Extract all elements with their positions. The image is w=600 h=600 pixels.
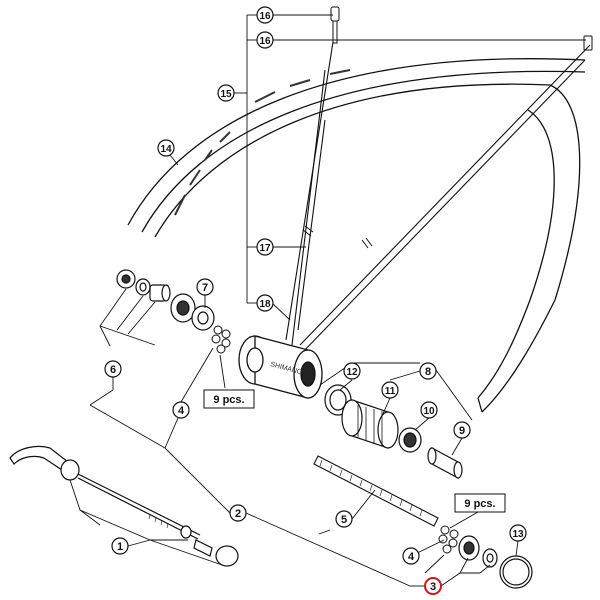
svg-text:1: 1	[117, 541, 123, 553]
spokes	[285, 41, 591, 356]
axle	[313, 455, 439, 527]
freehub-splines	[357, 405, 383, 446]
svg-text:12: 12	[346, 367, 358, 378]
callout-16-nipple: 16	[256, 31, 274, 49]
rim	[127, 58, 586, 413]
callout-10: 10	[420, 401, 438, 419]
callout-18: 18	[256, 294, 274, 312]
callout-2: 2	[229, 504, 247, 522]
quantity-note-left: 9 pcs.	[203, 389, 255, 409]
callout-4-lower: 4	[402, 547, 420, 565]
right-cone-parts	[458, 535, 533, 589]
callout-8: 8	[419, 362, 437, 380]
svg-text:3: 3	[430, 581, 436, 593]
callout-3-highlighted: 3	[424, 577, 442, 595]
svg-text:6: 6	[110, 364, 116, 376]
bearing-balls-left	[211, 325, 231, 354]
svg-text:2: 2	[235, 508, 241, 520]
callout-13: 13	[509, 524, 527, 542]
svg-text:14: 14	[160, 144, 172, 155]
callout-17: 17	[256, 238, 274, 256]
rim-decal	[174, 69, 351, 216]
callout-12: 12	[343, 362, 361, 380]
svg-text:11: 11	[385, 386, 396, 397]
callout-1: 1	[111, 537, 129, 555]
svg-text:15: 15	[220, 89, 232, 100]
svg-text:4: 4	[408, 551, 415, 563]
callout-9: 9	[453, 421, 471, 439]
svg-text:9 pcs.: 9 pcs.	[213, 394, 244, 406]
quick-release-skewer	[9, 445, 239, 567]
leader-lines	[69, 14, 586, 587]
spoke-break-marks	[302, 225, 373, 249]
callout-11: 11	[381, 381, 399, 399]
callout-7: 7	[196, 278, 214, 296]
left-bearing-parts	[116, 269, 215, 331]
svg-text:8: 8	[425, 366, 431, 378]
svg-text:4: 4	[178, 405, 185, 417]
svg-text:7: 7	[202, 282, 208, 294]
svg-text:16: 16	[259, 11, 271, 22]
freehub-parts	[324, 384, 463, 480]
callout-6: 6	[104, 360, 122, 378]
svg-text:10: 10	[423, 406, 435, 417]
callout-14: 14	[157, 139, 175, 157]
svg-text:17: 17	[259, 243, 271, 254]
svg-text:16: 16	[259, 36, 271, 47]
svg-text:13: 13	[512, 529, 524, 540]
hub-body	[238, 335, 323, 399]
skewer-thread	[148, 513, 169, 529]
svg-text:5: 5	[341, 514, 347, 526]
callout-15: 15	[217, 84, 235, 102]
callout-5: 5	[335, 510, 353, 528]
callout-16-valve: 16	[256, 6, 274, 24]
svg-text:18: 18	[259, 299, 271, 310]
rim-nipple-icon	[583, 35, 593, 51]
bearing-balls-right	[438, 525, 459, 554]
quantity-note-right: 9 pcs.	[454, 493, 506, 513]
callout-4-upper: 4	[172, 401, 190, 419]
axle-thread	[319, 459, 423, 517]
svg-text:9 pcs.: 9 pcs.	[464, 498, 495, 510]
valve-icon	[330, 6, 340, 44]
svg-text:9: 9	[459, 425, 465, 437]
